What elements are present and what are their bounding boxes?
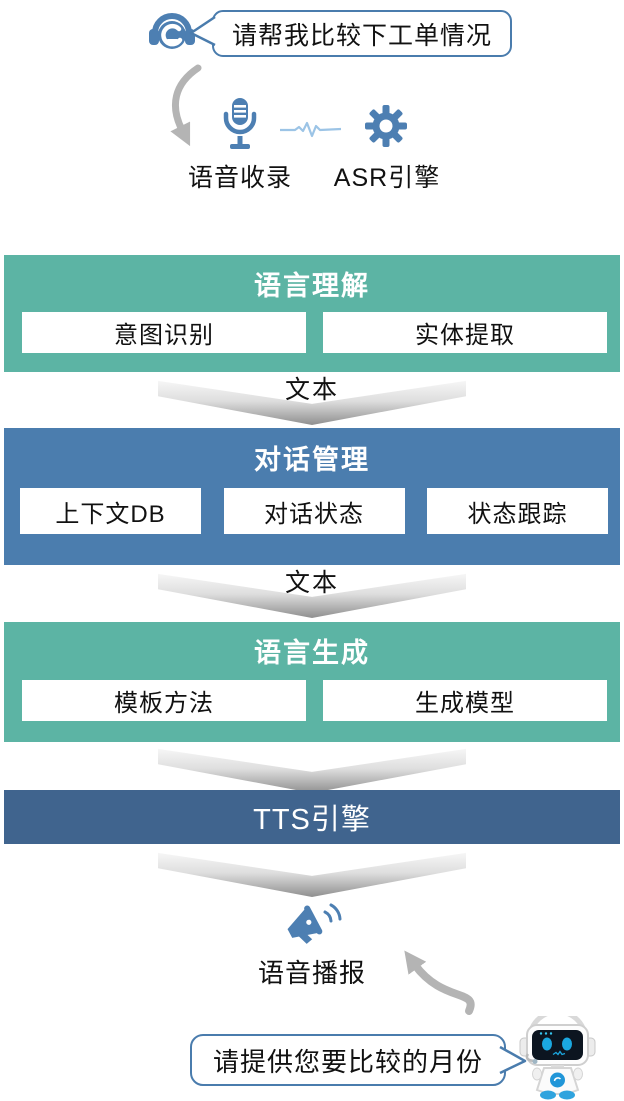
stage-nlg-title: 语言生成	[254, 638, 370, 668]
stage-tts: TTS引擎	[4, 790, 620, 844]
asr-engine-label: ASR引擎	[333, 164, 441, 192]
nlg-item-generative: 生成模型	[323, 680, 607, 721]
dm-item-dialogue-state: 对话状态	[223, 488, 405, 534]
user-query-text: 请帮我比较下工单情况	[231, 21, 492, 50]
stage-nlu-items: 意图识别 实体提取	[22, 312, 607, 353]
stage-dm-items: 上下文DB 对话状态 状态跟踪	[20, 488, 608, 534]
stage-nlu: 语言理解 意图识别 实体提取	[4, 255, 620, 372]
chevron-down-arrow	[158, 852, 466, 897]
connector-nlg-tts	[158, 745, 466, 793]
headset-icon	[149, 13, 195, 49]
connector-label-text: 文本	[284, 376, 339, 404]
bot-reply-text: 请提供您要比较的月份	[212, 1046, 483, 1077]
connector-nlu-dm: 文本	[158, 376, 466, 425]
stage-nlu-title: 语言理解	[254, 271, 370, 301]
connector-tts-output	[158, 849, 466, 897]
dm-item-state-tracking: 状态跟踪	[427, 488, 608, 534]
bot-reply-bubble: 请提供您要比较的月份	[190, 1034, 506, 1086]
stage-nlg-items: 模板方法 生成模型	[22, 680, 607, 721]
curved-arrow-down-icon	[170, 64, 202, 147]
user-bubble-tail	[189, 15, 216, 47]
nlu-item-intent: 意图识别	[22, 312, 306, 353]
nlg-item-template: 模板方法	[22, 680, 306, 721]
connector-label-text: 文本	[284, 569, 339, 597]
waveform-icon	[280, 121, 342, 138]
robot-icon	[519, 1016, 596, 1100]
stage-nlg: 语言生成 模板方法 生成模型	[4, 622, 620, 742]
chevron-down-arrow	[158, 748, 466, 793]
connector-dm-nlg: 文本	[158, 569, 466, 618]
stage-tts-title: TTS引擎	[253, 804, 371, 836]
dm-item-context-db: 上下文DB	[20, 488, 201, 534]
curved-arrow-up-icon	[404, 950, 475, 1015]
stage-dm-title: 对话管理	[254, 445, 370, 475]
megaphone-icon	[287, 903, 342, 944]
stage-dm: 对话管理 上下文DB 对话状态 状态跟踪	[4, 428, 620, 565]
microphone-icon	[223, 98, 257, 149]
nlu-item-entity: 实体提取	[323, 312, 607, 353]
bot-bubble-tail	[499, 1045, 527, 1075]
gear-icon	[365, 105, 407, 147]
voice-broadcast-label: 语音播报	[257, 958, 366, 988]
user-query-bubble: 请帮我比较下工单情况	[212, 10, 512, 57]
voice-capture-label: 语音收录	[187, 164, 292, 192]
